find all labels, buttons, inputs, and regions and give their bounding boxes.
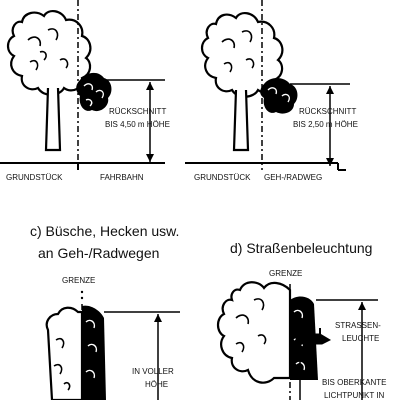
panel-a-plot-label: GRUNDSTÜCK	[6, 173, 63, 182]
panel-d-limit-label-2: LICHTPUNKT IN	[324, 391, 385, 400]
panel-d-tree-crown	[216, 281, 292, 384]
panel-c-border-label: GRENZE	[62, 276, 95, 285]
panel-b-cut-foliage	[260, 78, 298, 114]
panel-b-height-label: BIS 2,50 m HÖHE	[293, 120, 358, 129]
panel-c-title-line1: c) Büsche, Hecken usw.	[30, 223, 179, 239]
panel-a-cut-label: RÜCKSCHNITT	[109, 107, 166, 116]
panel-c-hedge	[45, 306, 84, 400]
panel-d-border-label: GRENZE	[269, 269, 302, 278]
panel-c: c) Büsche, Hecken usw. an Geh-/Radwegen …	[30, 223, 180, 400]
street-lamp-icon	[295, 333, 332, 345]
panel-b-cut-label: RÜCKSCHNITT	[299, 107, 356, 116]
panel-c-height-label-1: IN VOLLER	[132, 367, 174, 376]
panel-d: d) Straßenbeleuchtung GRENZE STRASSEN- L…	[216, 240, 386, 400]
panel-a-cut-foliage	[76, 72, 112, 112]
panel-b: RÜCKSCHNITT BIS 2,50 m HÖHE GRUNDSTÜCK G…	[185, 0, 358, 182]
panel-d-limit-label-1: BIS OBERKANTE	[322, 378, 386, 387]
panel-d-lamp-label-1: STRASSEN-	[335, 321, 381, 330]
panel-c-title-line2: an Geh-/Radwegen	[38, 245, 159, 261]
panel-b-tree-trunk	[232, 89, 250, 152]
panel-c-hedge-cut	[82, 305, 106, 400]
panel-b-plot-label: GRUNDSTÜCK	[194, 173, 251, 182]
panel-d-title: d) Straßenbeleuchtung	[230, 240, 372, 256]
panel-c-height-label-2: HÖHE	[145, 380, 168, 389]
panel-a-tree-trunk	[44, 87, 62, 152]
panel-a: RÜCKSCHNITT BIS 4,50 m HÖHE GRUNDSTÜCK F…	[0, 0, 170, 182]
panel-a-height-label: BIS 4,50 m HÖHE	[105, 120, 170, 129]
panel-b-path-label: GEH-/RADWEG	[264, 173, 322, 182]
panel-d-lamp-label-2: LEUCHTE	[342, 334, 379, 343]
panel-a-road-label: FAHRBAHN	[100, 173, 144, 182]
